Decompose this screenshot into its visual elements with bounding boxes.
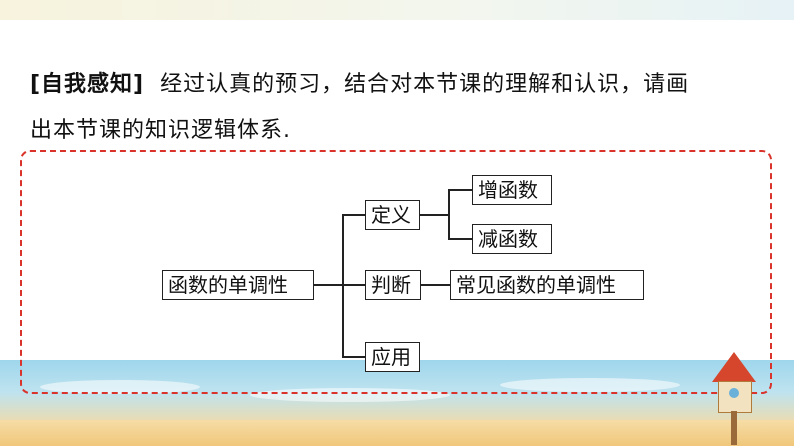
- intro-text: [自我感知] 经过认真的预习，结合对本节课的理解和认识，请画 出本节课的知识逻辑…: [30, 62, 770, 154]
- lighthouse-window-icon: [729, 388, 739, 398]
- node-decreasing: 减函数: [472, 224, 552, 254]
- connector-to-judgment: [342, 284, 365, 286]
- intro-line-2: 出本节课的知识逻辑体系.: [30, 118, 291, 143]
- connector-root-trunk: [314, 284, 342, 286]
- connector-definition-vertical: [448, 189, 450, 239]
- top-decor-bar: [0, 0, 794, 20]
- connector-definition-trunk: [420, 214, 448, 216]
- connector-to-application: [342, 356, 365, 358]
- connector-to-definition: [342, 214, 365, 216]
- connector-to-decreasing: [448, 238, 472, 240]
- sand-decor: [0, 420, 794, 446]
- wave-decor: [250, 388, 450, 402]
- lighthouse-pole-icon: [731, 411, 737, 445]
- node-increasing: 增函数: [472, 175, 552, 205]
- beach-scenery: [0, 360, 794, 446]
- intro-line-1-text: 经过认真的预习，结合对本节课的理解和认识，请画: [160, 72, 690, 97]
- diagram-frame: [20, 150, 772, 394]
- node-judgment: 判断: [365, 270, 421, 300]
- connector-judgment-common: [421, 284, 450, 286]
- node-common: 常见函数的单调性: [450, 270, 644, 300]
- wave-decor: [500, 378, 680, 392]
- wave-decor: [40, 380, 200, 394]
- node-application: 应用: [365, 342, 420, 372]
- connector-to-increasing: [448, 189, 472, 191]
- intro-tag: [自我感知]: [30, 72, 145, 97]
- node-definition: 定义: [365, 200, 420, 230]
- lighthouse-roof-icon: [712, 352, 756, 382]
- node-root: 函数的单调性: [162, 270, 314, 300]
- intro-line-1: [自我感知] 经过认真的预习，结合对本节课的理解和认识，请画: [30, 62, 770, 108]
